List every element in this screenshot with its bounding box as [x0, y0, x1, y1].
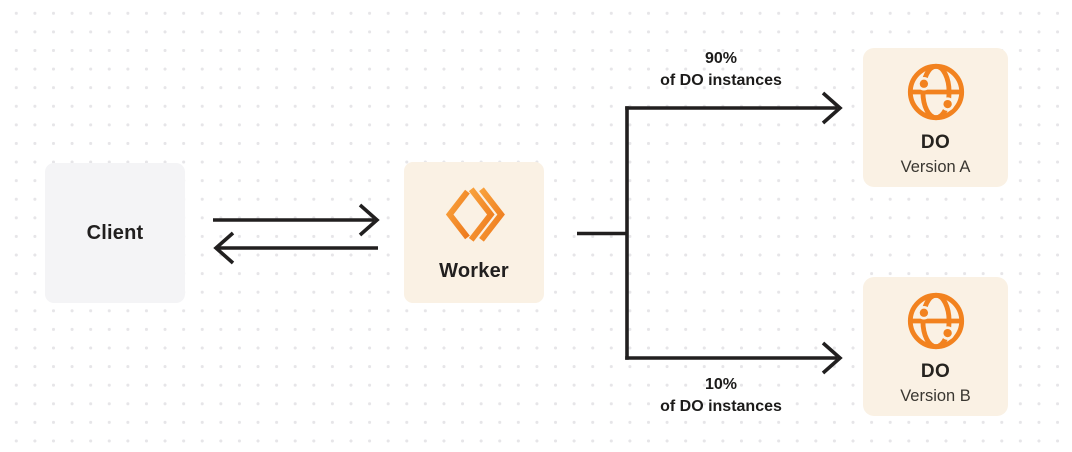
arrowhead-do-a	[821, 91, 843, 125]
worker-node: Worker	[404, 162, 544, 303]
do-a-title: DO	[920, 132, 951, 153]
worker-label: Worker	[439, 260, 509, 282]
arrowhead-left	[213, 231, 235, 265]
route-top-percent: 90%	[704, 50, 738, 67]
route-top-caption: of DO instances	[660, 72, 782, 89]
arrowhead-do-b	[821, 341, 843, 375]
globe-icon	[905, 61, 967, 123]
workers-chevrons-icon	[443, 186, 505, 244]
do-version-a-node: DO Version A	[863, 48, 1008, 187]
do-b-title: DO	[920, 361, 951, 382]
client-node: Client	[45, 163, 185, 303]
client-label: Client	[86, 221, 144, 244]
route-bottom-caption: of DO instances	[660, 398, 782, 415]
do-version-b-node: DO Version B	[863, 277, 1008, 416]
arrowhead-right	[358, 203, 380, 237]
globe-icon	[905, 290, 967, 352]
do-a-subtitle: Version A	[900, 157, 971, 176]
route-bottom-label: 10% of DO instances	[611, 374, 831, 418]
route-top-label: 90% of DO instances	[611, 48, 831, 92]
route-bottom-percent: 10%	[704, 376, 738, 393]
do-b-subtitle: Version B	[900, 386, 971, 405]
